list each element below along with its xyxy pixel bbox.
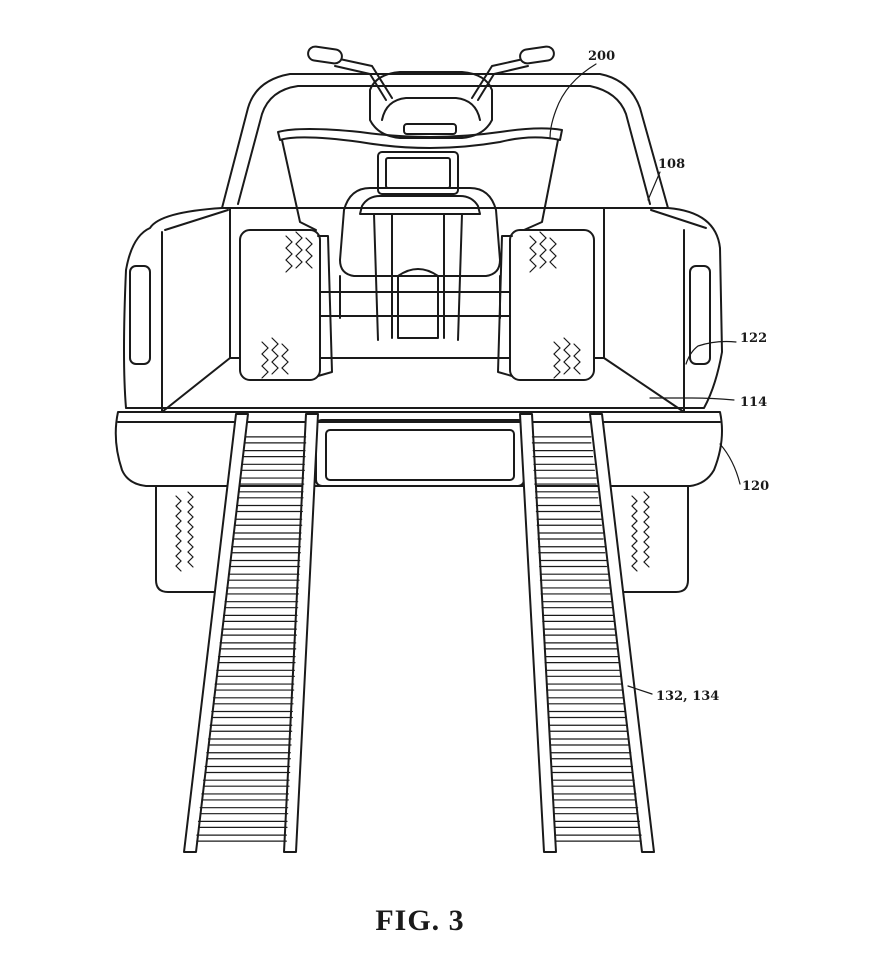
ramp-rung <box>207 738 292 746</box>
ramp-rung <box>549 738 630 746</box>
ramp-rung <box>543 642 618 650</box>
ramp-rung <box>211 710 293 719</box>
loading-ramps <box>183 413 655 853</box>
ramp-rung <box>241 463 305 471</box>
ramp-rung <box>222 614 298 622</box>
ramp-rung <box>232 532 302 540</box>
ramp-rung <box>539 573 609 581</box>
ramp-rung <box>551 765 634 774</box>
ramp-rung <box>204 765 291 774</box>
ramp-rung <box>202 779 290 787</box>
right-ramp <box>519 413 655 853</box>
ramp-rung <box>551 779 635 787</box>
ramp-rung <box>197 820 288 828</box>
ramp-rung <box>231 546 301 554</box>
ramp-rung <box>221 628 297 636</box>
ramp-rung <box>206 752 291 760</box>
ramp-rung <box>212 697 294 705</box>
truck-bed-body <box>123 207 723 409</box>
ramp-rung <box>236 504 303 513</box>
ramp-rung <box>543 628 616 636</box>
ramp-rung <box>533 463 595 471</box>
ramp-rung <box>535 504 601 513</box>
ramp-rung <box>537 532 604 540</box>
ramp-rung <box>545 669 621 677</box>
label-truck: 108 <box>658 157 685 172</box>
ramp-rung <box>553 807 639 815</box>
ramp-rung <box>544 656 620 664</box>
ramp-rung <box>548 724 628 732</box>
atv-vehicle <box>239 45 595 381</box>
ramp-rung <box>547 697 625 705</box>
ramp-rung <box>209 724 293 732</box>
label-bed-floor: 114 <box>740 395 767 410</box>
ramp-rung <box>547 710 627 719</box>
truck-rear-tires <box>155 485 689 593</box>
ramp-rung <box>219 642 297 650</box>
ramp-rung <box>234 518 303 526</box>
rear-bumper <box>114 411 723 487</box>
label-atv: 200 <box>588 49 615 64</box>
ramp-rung <box>229 559 301 568</box>
ramp-rung <box>532 450 594 458</box>
ramp-rung <box>244 436 307 444</box>
ramp-rung <box>534 477 597 485</box>
ramp-rung <box>546 683 623 691</box>
ramp-rung <box>550 752 632 760</box>
ramp-rung <box>239 477 305 485</box>
ramp-rung <box>538 546 606 554</box>
label-ramps: 132, 134 <box>656 689 719 704</box>
ramp-rung <box>237 491 304 499</box>
ramp-rung <box>555 834 642 842</box>
ramp-rung <box>217 656 296 664</box>
figure-caption: FIG. 3 <box>375 904 464 937</box>
ramp-rung <box>224 601 299 609</box>
leader-lines <box>549 63 741 695</box>
ramp-rung <box>535 491 599 499</box>
ramp-rung <box>201 793 289 801</box>
ramp-rung <box>196 834 287 842</box>
label-bumper: 120 <box>742 479 769 494</box>
ramp-rung <box>541 601 613 609</box>
ramp-rung <box>226 587 299 595</box>
ramp-rung <box>199 807 289 815</box>
label-bed-wall: 122 <box>740 331 767 346</box>
ramp-rung <box>216 669 295 677</box>
ramp-rung <box>539 559 608 568</box>
ramp-rung <box>540 587 611 595</box>
ramp-rung <box>554 820 640 828</box>
left-ramp <box>183 413 319 853</box>
ramp-rung <box>536 518 602 526</box>
truck-cab <box>221 73 669 209</box>
ramp-rung <box>552 793 637 801</box>
ramp-rung <box>542 614 614 622</box>
ramp-rung <box>531 436 592 444</box>
ramp-rung <box>242 450 306 458</box>
ramp-rung <box>227 573 300 581</box>
ramp-rung <box>214 683 295 691</box>
